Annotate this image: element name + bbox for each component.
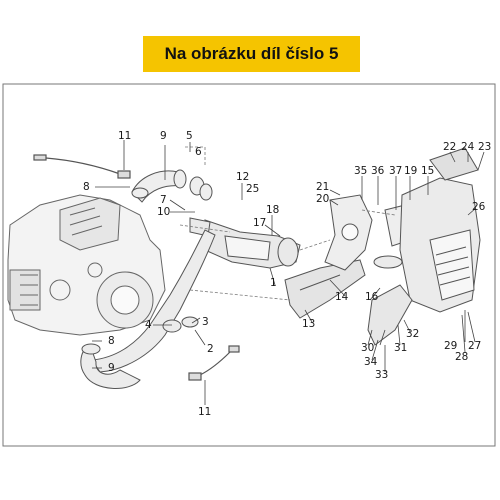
callout-16: 16 xyxy=(365,291,379,303)
callout-34: 34 xyxy=(364,356,378,368)
callout-17: 17 xyxy=(253,217,266,229)
heat-shield-lower xyxy=(367,284,413,346)
support-bracket xyxy=(284,259,366,319)
silencer xyxy=(373,147,481,313)
callout-27: 27 xyxy=(468,340,481,352)
diagram-frame xyxy=(2,83,496,447)
callout-15: 15 xyxy=(421,165,434,177)
catalyst-section xyxy=(189,217,301,269)
callout-11-bottom: 11 xyxy=(198,406,211,418)
callout-29: 29 xyxy=(444,340,457,352)
callout-2: 2 xyxy=(207,343,214,355)
callout-33: 33 xyxy=(375,369,388,381)
engine-illustration xyxy=(7,194,166,336)
callout-9-top: 9 xyxy=(160,130,167,142)
callout-9-bottom: 9 xyxy=(108,362,115,374)
callout-21: 21 xyxy=(316,181,329,193)
callout-8-top: 8 xyxy=(83,181,90,193)
callout-13: 13 xyxy=(302,318,315,330)
callout-37: 37 xyxy=(389,165,402,177)
lower-exhaust-pipe xyxy=(80,229,216,389)
callout-23: 23 xyxy=(478,141,491,153)
title-banner: Na obrázku díl číslo 5 xyxy=(143,36,360,72)
callout-31: 31 xyxy=(394,342,407,354)
callout-25: 25 xyxy=(246,183,259,195)
callout-20: 20 xyxy=(316,193,329,205)
callout-18: 18 xyxy=(266,204,279,216)
callout-3: 3 xyxy=(202,316,209,328)
callout-28: 28 xyxy=(455,351,468,363)
front-exhaust-pipe xyxy=(131,169,213,203)
callout-35: 35 xyxy=(354,165,367,177)
callout-10: 10 xyxy=(157,206,170,218)
lambda-sensor-top xyxy=(33,154,131,179)
callout-11-top: 11 xyxy=(118,130,131,142)
callout-1: 1 xyxy=(270,277,277,289)
callout-22: 22 xyxy=(443,141,456,153)
lambda-sensor-bottom xyxy=(188,345,240,381)
callout-7: 7 xyxy=(160,194,167,206)
leader-lines xyxy=(92,140,485,405)
callout-30: 30 xyxy=(361,342,374,354)
callout-6: 6 xyxy=(195,146,202,158)
callout-36: 36 xyxy=(371,165,385,177)
callout-24: 24 xyxy=(461,141,475,153)
callout-19: 19 xyxy=(404,165,417,177)
callout-12: 12 xyxy=(236,171,249,183)
callout-14: 14 xyxy=(335,291,349,303)
callout-32: 32 xyxy=(406,328,419,340)
callout-5: 5 xyxy=(186,130,193,142)
callout-26: 26 xyxy=(472,201,486,213)
part-number-labels: 11 9 5 6 8 7 10 12 25 18 17 1 2 3 4 8 9 … xyxy=(83,130,491,418)
title-text: Na obrázku díl číslo 5 xyxy=(164,44,339,63)
assembly-guide-lines xyxy=(179,146,396,301)
callout-8-bottom: 8 xyxy=(108,335,115,347)
callout-4: 4 xyxy=(145,319,152,331)
